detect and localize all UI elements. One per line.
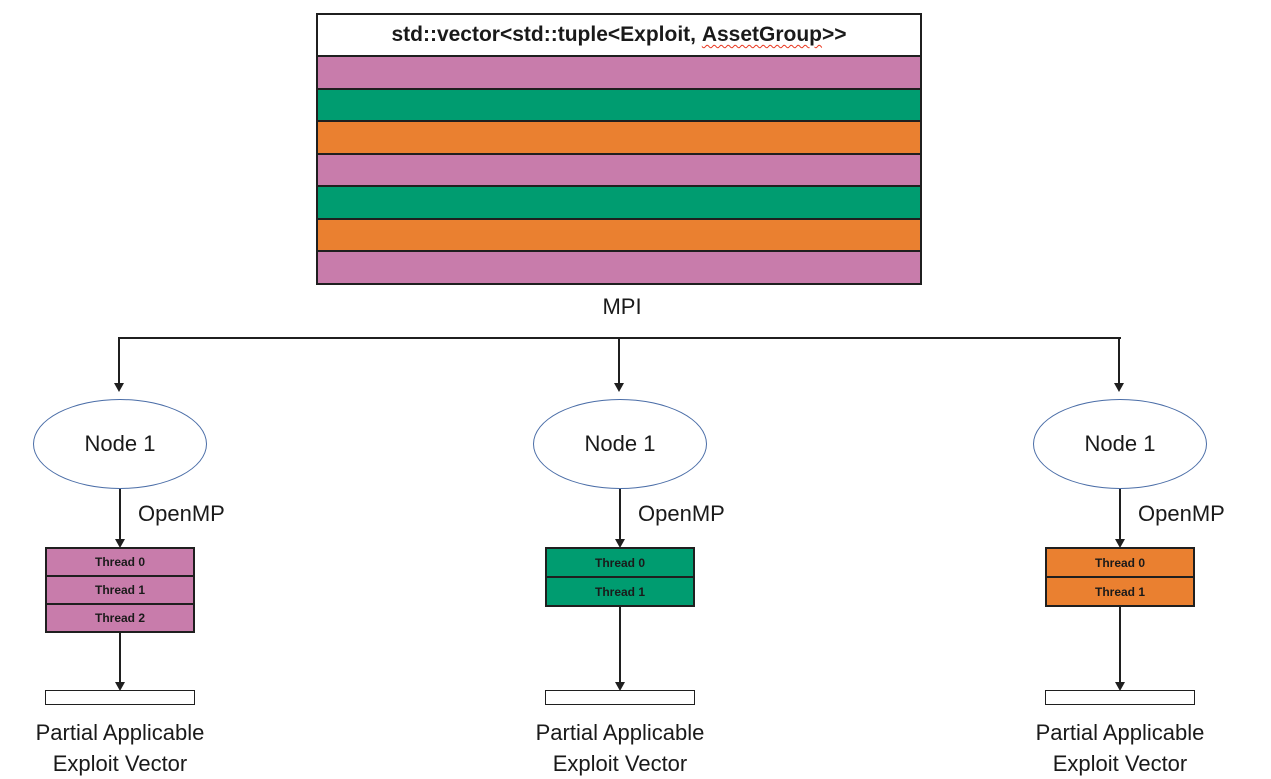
node-label: Node 1 xyxy=(1084,431,1156,456)
output-label-line1: Partial Applicable xyxy=(1035,720,1205,745)
vector-stripe xyxy=(318,217,920,251)
thread-row: Thread 0 xyxy=(94,555,145,569)
openmp-arrow xyxy=(115,489,125,548)
vector-stripe xyxy=(318,57,920,88)
thread-box: Thread 0 Thread 1 xyxy=(1045,547,1195,607)
output-label: Partial Applicable Exploit Vector xyxy=(0,717,240,779)
openmp-arrow xyxy=(1115,489,1125,548)
vector-title-post: >> xyxy=(822,23,847,46)
output-label-line1: Partial Applicable xyxy=(535,720,705,745)
vector-stripe xyxy=(318,152,920,186)
output-arrow xyxy=(115,633,125,691)
output-box xyxy=(545,690,695,705)
openmp-arrow xyxy=(615,489,625,548)
openmp-label: OpenMP xyxy=(638,501,725,526)
output-label-line2: Exploit Vector xyxy=(552,751,688,776)
output-box xyxy=(45,690,195,705)
node-ellipse: Node 1 xyxy=(33,399,207,489)
vector-stripe xyxy=(318,120,920,153)
vector-stripe xyxy=(318,250,920,284)
node-ellipse: Node 1 xyxy=(533,399,707,489)
vector-stripe xyxy=(318,87,920,121)
mpi-arrow-right xyxy=(1114,337,1124,392)
node-column-2: Node 1 OpenMP Thread 0 Thread 1 Partial … xyxy=(500,399,740,779)
output-label-line2: Exploit Vector xyxy=(1052,751,1188,776)
thread-row: Thread 0 xyxy=(594,555,645,570)
output-box xyxy=(1045,690,1195,705)
node-column-1: Node 1 OpenMP Thread 0 Thread 1 Thread 2… xyxy=(0,399,240,779)
thread-box: Thread 0 Thread 1 xyxy=(545,547,695,607)
vector-stripes xyxy=(318,57,920,284)
mpi-arrow-center xyxy=(614,337,624,392)
node-column-3: Node 1 OpenMP Thread 0 Thread 1 Partial … xyxy=(1000,399,1240,779)
thread-row: Thread 1 xyxy=(47,575,193,603)
vector-box: std::vector<std::tuple<Exploit, AssetGro… xyxy=(316,13,922,285)
thread-row: Thread 1 xyxy=(547,576,693,605)
vector-stripe xyxy=(318,185,920,218)
mpi-label: MPI xyxy=(602,294,642,319)
node-label: Node 1 xyxy=(84,431,156,456)
node-label: Node 1 xyxy=(584,431,656,456)
vector-title: std::vector<std::tuple<Exploit, AssetGro… xyxy=(318,15,920,57)
thread-box: Thread 0 Thread 1 Thread 2 xyxy=(45,547,195,633)
output-arrow xyxy=(1115,607,1125,691)
thread-row: Thread 1 xyxy=(1047,576,1193,605)
output-label-line2: Exploit Vector xyxy=(52,751,188,776)
output-label-line1: Partial Applicable xyxy=(35,720,205,745)
output-label: Partial Applicable Exploit Vector xyxy=(1000,717,1240,779)
thread-row: Thread 2 xyxy=(47,603,193,631)
openmp-label: OpenMP xyxy=(138,501,225,526)
node-ellipse: Node 1 xyxy=(1033,399,1207,489)
vector-title-flagged-word: AssetGroup xyxy=(701,23,823,46)
mpi-branch-line xyxy=(119,337,1121,339)
output-label: Partial Applicable Exploit Vector xyxy=(500,717,740,779)
thread-row: Thread 0 xyxy=(1094,555,1145,570)
mpi-arrow-left xyxy=(114,337,124,392)
vector-title-pre: std::vector<std::tuple<Exploit, xyxy=(391,23,702,46)
output-arrow xyxy=(615,607,625,691)
openmp-label: OpenMP xyxy=(1138,501,1225,526)
